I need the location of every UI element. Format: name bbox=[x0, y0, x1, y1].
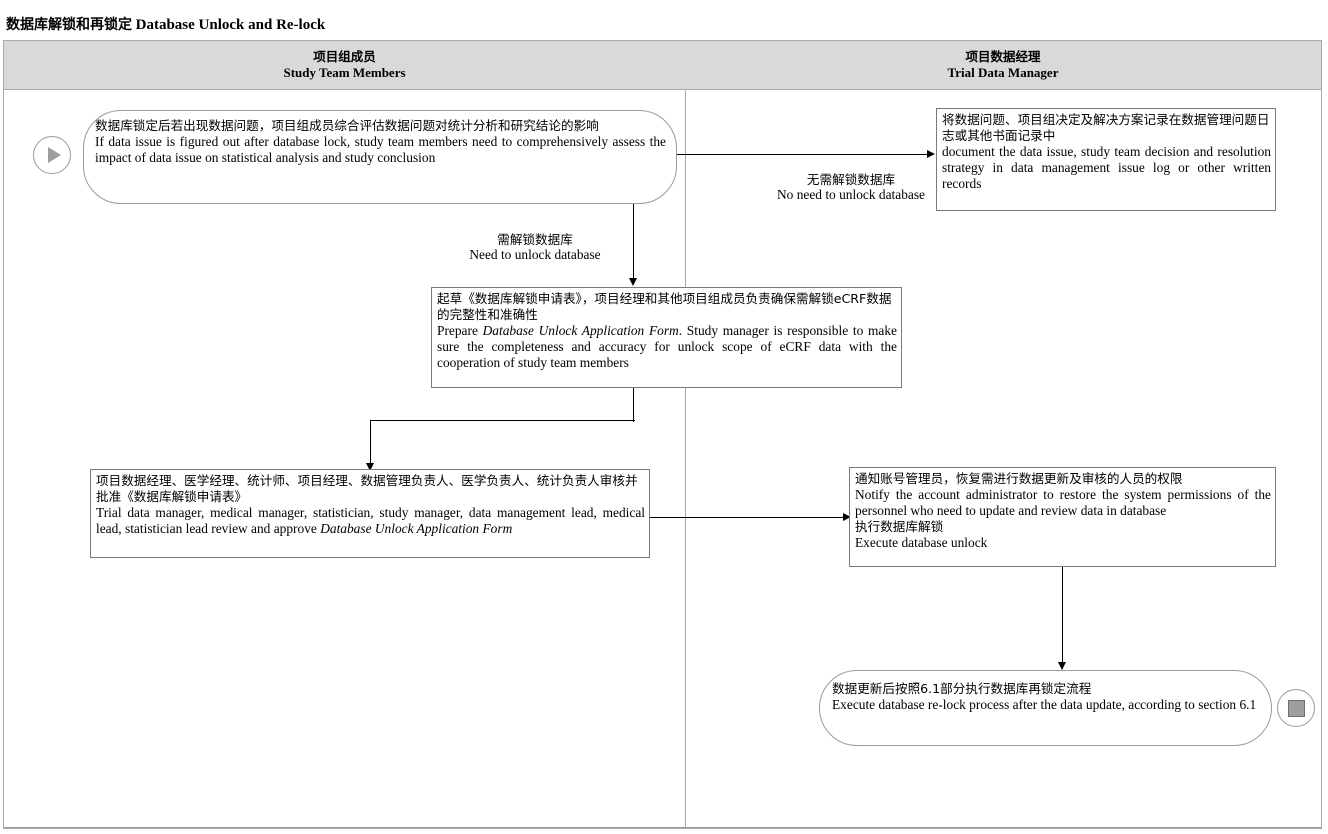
node-text-en: Execute database re-lock process after t… bbox=[832, 696, 1257, 712]
node-text-en-pre: Prepare bbox=[437, 322, 483, 338]
edge-label-en: Need to unlock database bbox=[469, 247, 601, 263]
pool-bottom-rule bbox=[4, 827, 1321, 828]
node-text-en-post: . Study manager is responsible to make s… bbox=[437, 322, 897, 371]
node-text-en: If data issue is figured out after datab… bbox=[95, 133, 666, 166]
node-text-en-2: Execute database unlock bbox=[855, 535, 988, 551]
node-text-cn: 将数据问题、项目组决定及解决方案记录在数据管理问题日志或其他书面记录中 bbox=[942, 112, 1270, 143]
node-text-en-1: Notify the account administrator to rest… bbox=[855, 486, 1271, 519]
edge-label-cn: 需解锁数据库 bbox=[497, 232, 573, 247]
node-end-event[interactable]: 数据更新后按照6.1部分执行数据库再锁定流程 Execute database … bbox=[819, 670, 1272, 746]
node-text-cn: 数据库锁定后若出现数据问题，项目组成员综合评估数据问题对统计分析和研究结论的影响 bbox=[95, 118, 599, 133]
edge-label-need-unlock: 需解锁数据库 Need to unlock database bbox=[446, 232, 624, 263]
connector-notify-to-end bbox=[1062, 567, 1064, 669]
node-review-approve-form[interactable]: 项目数据经理、医学经理、统计师、项目经理、数据管理负责人、医学负责人、统计负责人… bbox=[90, 469, 650, 558]
connector-prepare-to-review-seg1 bbox=[633, 388, 635, 422]
edge-label-cn: 无需解锁数据库 bbox=[806, 172, 896, 187]
connector-start-to-prepare bbox=[633, 200, 635, 282]
lane-header-band bbox=[4, 41, 1321, 90]
connector-prepare-to-review-seg2 bbox=[371, 420, 635, 422]
connector-review-to-notify bbox=[650, 517, 850, 519]
arrowhead-start-to-prepare bbox=[629, 278, 637, 286]
node-text-en-italic: Database Unlock Application Form bbox=[482, 322, 679, 338]
node-text-en: Prepare Database Unlock Application Form… bbox=[437, 323, 897, 372]
page-title: 数据库解锁和再锁定 Database Unlock and Re-lock bbox=[6, 14, 325, 34]
node-text-en-pre: Trial data manager, medical manager, sta… bbox=[96, 504, 645, 536]
start-event-marker[interactable] bbox=[33, 136, 71, 174]
node-text-cn: 起草《数据库解锁申请表》，项目经理和其他项目组成员负责确保需解锁eCRF数据的完… bbox=[437, 291, 892, 322]
connector-prepare-to-review-seg3 bbox=[370, 420, 372, 468]
lane-title-cn: 项目组成员 bbox=[313, 49, 376, 65]
lane-header-study-team: 项目组成员 Study Team Members bbox=[4, 41, 685, 90]
page-title-cn: 数据库解锁和再锁定 bbox=[6, 17, 132, 33]
node-text-cn-1: 通知账号管理员，恢复需进行数据更新及审核的人员的权限 bbox=[855, 471, 1183, 486]
arrowhead-notify-to-end bbox=[1058, 662, 1066, 670]
lane-title-en: Study Team Members bbox=[283, 65, 406, 81]
node-start-event[interactable]: 数据库锁定后若出现数据问题，项目组成员综合评估数据问题对统计分析和研究结论的影响… bbox=[83, 110, 677, 204]
arrowhead-review-to-notify bbox=[843, 513, 851, 521]
lane-title-en: Trial Data Manager bbox=[947, 65, 1059, 81]
arrowhead-prepare-to-review bbox=[366, 463, 374, 471]
node-text-cn: 项目数据经理、医学经理、统计师、项目经理、数据管理负责人、医学负责人、统计负责人… bbox=[96, 473, 638, 504]
end-event-marker[interactable] bbox=[1277, 689, 1315, 727]
node-text-en: document the data issue, study team deci… bbox=[942, 143, 1271, 192]
edge-label-no-unlock: 无需解锁数据库 No need to unlock database bbox=[762, 172, 940, 203]
play-icon bbox=[47, 147, 61, 163]
node-text-cn: 数据更新后按照6.1部分执行数据库再锁定流程 bbox=[832, 681, 1092, 696]
node-text-en-italic: Database Unlock Application Form bbox=[320, 520, 513, 536]
node-text-cn-2: 执行数据库解锁 bbox=[855, 519, 944, 535]
node-text-en: Trial data manager, medical manager, sta… bbox=[96, 505, 645, 537]
arrowhead-start-to-document bbox=[927, 150, 935, 158]
lane-title-cn: 项目数据经理 bbox=[965, 49, 1041, 65]
lane-divider bbox=[685, 90, 686, 829]
edge-label-en: No need to unlock database bbox=[777, 187, 925, 203]
node-prepare-unlock-form[interactable]: 起草《数据库解锁申请表》，项目经理和其他项目组成员负责确保需解锁eCRF数据的完… bbox=[431, 287, 902, 388]
lane-header-trial-data-manager: 项目数据经理 Trial Data Manager bbox=[685, 41, 1321, 90]
node-notify-admin-execute-unlock[interactable]: 通知账号管理员，恢复需进行数据更新及审核的人员的权限 Notify the ac… bbox=[849, 467, 1276, 567]
page-title-en: Database Unlock and Re-lock bbox=[135, 17, 326, 33]
node-document-issue[interactable]: 将数据问题、项目组决定及解决方案记录在数据管理问题日志或其他书面记录中 docu… bbox=[936, 108, 1276, 211]
connector-start-to-document bbox=[676, 154, 927, 156]
stop-icon bbox=[1287, 699, 1305, 717]
